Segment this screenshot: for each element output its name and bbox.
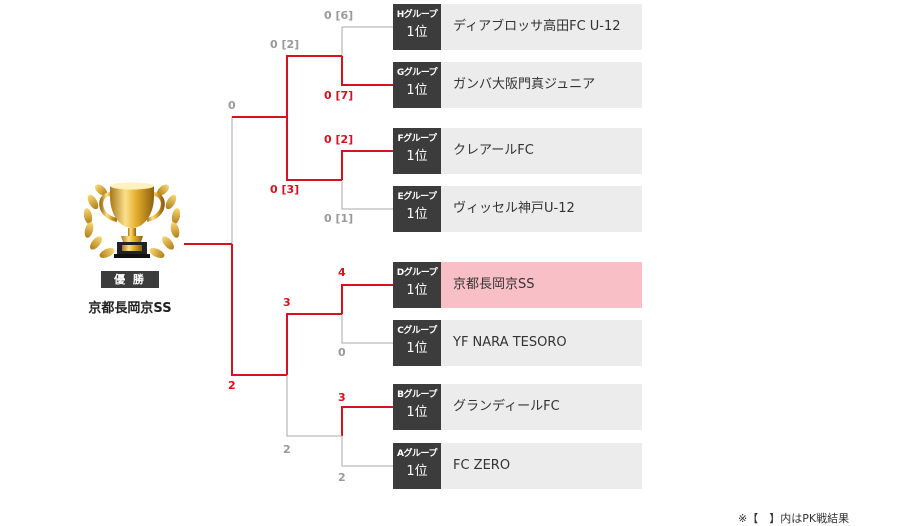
score-qf-b: 3	[338, 391, 346, 404]
rank-label: 1位	[406, 405, 428, 420]
group-label: Cグループ	[397, 326, 437, 336]
score-qf-h: 0 [6]	[324, 9, 354, 22]
team-name-box-champion: 京都長岡京SS	[441, 262, 642, 308]
team-row-e: Eグループ 1位 ヴィッセル神戸U-12	[393, 186, 642, 232]
group-tag: Gグループ 1位	[393, 62, 441, 108]
rank-label: 1位	[406, 283, 428, 298]
line-qf-h	[341, 26, 393, 56]
line-qf-g	[341, 56, 393, 86]
group-tag: Bグループ 1位	[393, 384, 441, 430]
group-tag: Hグループ 1位	[393, 4, 441, 50]
group-tag: Dグループ 1位	[393, 262, 441, 308]
score-qf-d: 4	[338, 266, 346, 279]
group-label: Bグループ	[397, 390, 437, 400]
team-name: 京都長岡京SS	[453, 277, 535, 292]
team-name: FC ZERO	[453, 458, 511, 473]
champion-badge: 優 勝	[101, 271, 159, 288]
team-name: クレアールFC	[453, 143, 534, 158]
team-row-d: Dグループ 1位 京都長岡京SS	[393, 262, 642, 308]
rank-label: 1位	[406, 25, 428, 40]
line-sf-ba	[286, 375, 342, 437]
line-qf-d	[341, 284, 393, 314]
team-row-h: Hグループ 1位 ディアブロッサ高田FC U-12	[393, 4, 642, 50]
team-name: ヴィッセル神戸U-12	[453, 201, 575, 216]
line-qf-e	[341, 180, 393, 210]
rank-label: 1位	[406, 149, 428, 164]
score-qf-a: 2	[338, 471, 346, 484]
score-final-bottom: 2	[228, 379, 236, 392]
rank-label: 1位	[406, 464, 428, 479]
line-sf-fe	[286, 117, 342, 181]
champion-team-name: 京都長岡京SS	[88, 301, 172, 316]
group-label: Dグループ	[396, 268, 438, 278]
team-name-box: YF NARA TESORO	[441, 320, 642, 366]
score-sf-hg: 0 [2]	[270, 38, 300, 51]
group-tag: Eグループ 1位	[393, 186, 441, 232]
group-label: Eグループ	[397, 192, 437, 202]
line-final-top	[231, 116, 287, 244]
line-qf-f	[341, 150, 393, 180]
group-tag: Aグループ 1位	[393, 443, 441, 489]
team-name-box: クレアールFC	[441, 128, 642, 174]
group-label: Hグループ	[396, 10, 438, 20]
score-sf-fe: 0 [3]	[270, 183, 300, 196]
team-name-box: グランディールFC	[441, 384, 642, 430]
team-row-f: Fグループ 1位 クレアールFC	[393, 128, 642, 174]
group-label: Gグループ	[396, 68, 438, 78]
team-name: ガンバ大阪門真ジュニア	[453, 77, 596, 92]
team-name: グランディールFC	[453, 399, 560, 414]
team-row-b: Bグループ 1位 グランディールFC	[393, 384, 642, 430]
trophy-icon	[83, 182, 181, 258]
pk-footnote: ※【 】内はPK戦結果	[738, 512, 850, 525]
team-row-c: Cグループ 1位 YF NARA TESORO	[393, 320, 642, 366]
rank-label: 1位	[406, 207, 428, 222]
score-final-top: 0	[228, 99, 236, 112]
team-name: YF NARA TESORO	[453, 335, 567, 350]
line-sf-dc	[286, 313, 342, 375]
team-name-box: FC ZERO	[441, 443, 642, 489]
line-sf-hg	[286, 55, 342, 117]
line-qf-a	[341, 436, 393, 467]
group-tag: Cグループ 1位	[393, 320, 441, 366]
team-row-a: Aグループ 1位 FC ZERO	[393, 443, 642, 489]
line-qf-b	[341, 406, 393, 436]
score-qf-e: 0 [1]	[324, 212, 354, 225]
rank-label: 1位	[406, 341, 428, 356]
line-qf-c	[341, 314, 393, 344]
rank-label: 1位	[406, 83, 428, 98]
score-sf-dc: 3	[283, 296, 291, 309]
line-final-bottom	[231, 244, 287, 376]
group-label: Aグループ	[397, 449, 437, 459]
score-sf-ba: 2	[283, 443, 291, 456]
team-name-box: ガンバ大阪門真ジュニア	[441, 62, 642, 108]
score-qf-c: 0	[338, 346, 346, 359]
group-tag: Fグループ 1位	[393, 128, 441, 174]
team-row-g: Gグループ 1位 ガンバ大阪門真ジュニア	[393, 62, 642, 108]
team-name-box: ヴィッセル神戸U-12	[441, 186, 642, 232]
team-name: ディアブロッサ高田FC U-12	[453, 19, 621, 34]
score-qf-g: 0 [7]	[324, 89, 354, 102]
team-name-box: ディアブロッサ高田FC U-12	[441, 4, 642, 50]
score-qf-f: 0 [2]	[324, 133, 354, 146]
group-label: Fグループ	[397, 134, 437, 144]
